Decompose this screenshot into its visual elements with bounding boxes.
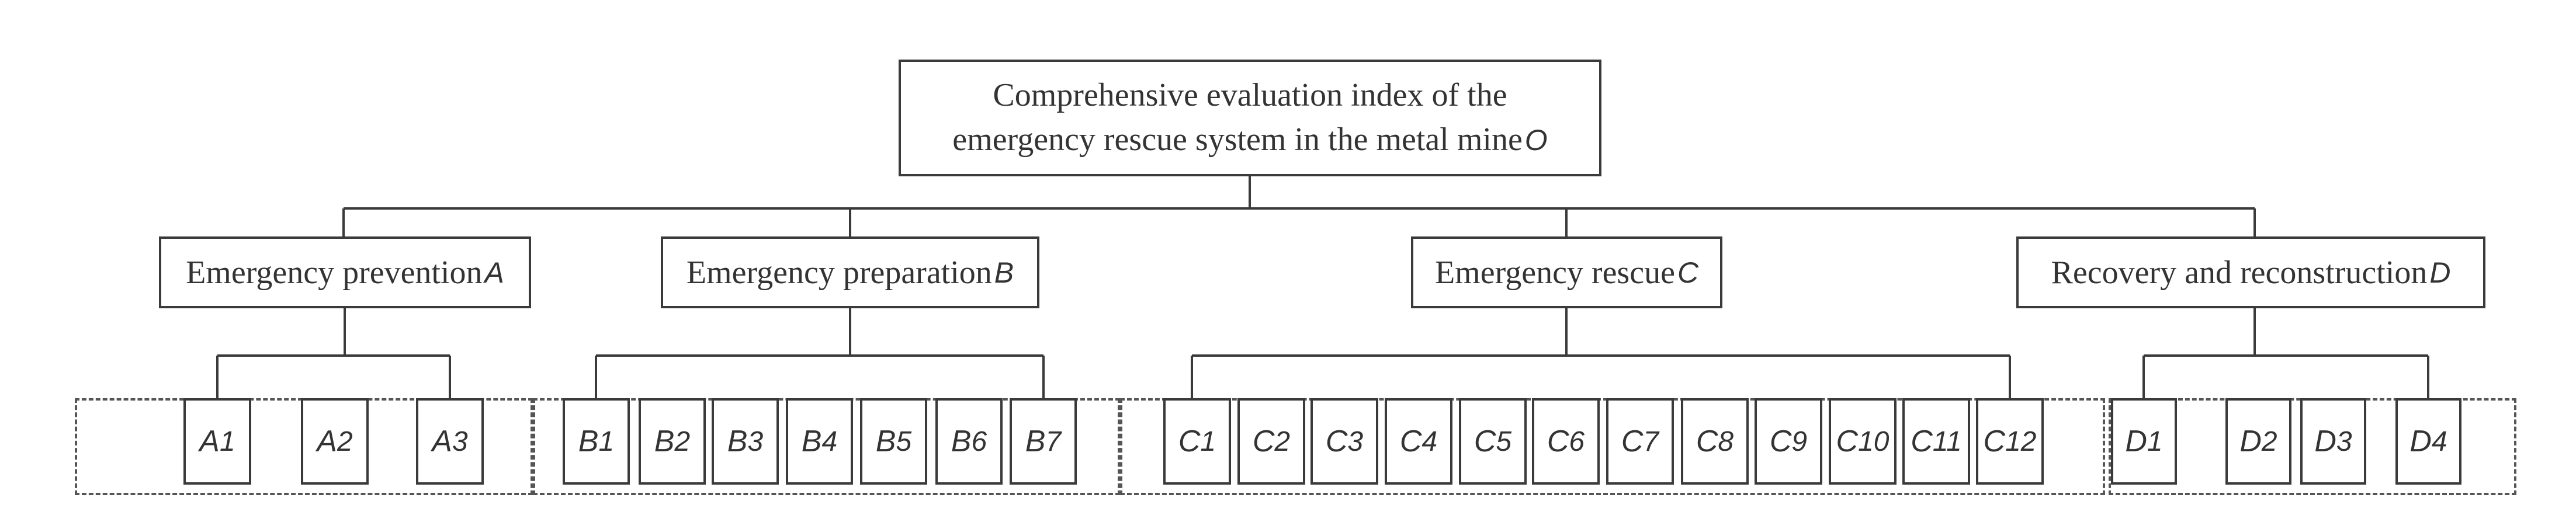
sub-index-letter: B [727,424,748,458]
sub-index-number: 9 [1791,426,1808,457]
sub-index-number: 7 [1643,426,1659,457]
sub-index-letter: C [1252,424,1275,458]
sub-index-letter: C [1769,424,1792,458]
sub-index-letter: C [1836,424,1859,458]
sub-index-number: 1 [219,426,235,457]
sub-index-letter: A [317,424,337,458]
sub-index-number: 2 [337,426,353,457]
sub-index-letter: B [801,424,822,458]
category-letter: C [1677,256,1699,289]
sub-index-number: 3 [1347,426,1364,457]
sub-index-letter: B [654,424,675,458]
category-label: Emergency rescue [1434,254,1675,291]
sub-index-number: 1 [598,426,615,457]
sub-index-letter: C [1178,424,1201,458]
sub-index-letter: D [2409,424,2432,458]
category-letter: A [484,256,504,289]
sub-index-number: 10 [1858,426,1889,457]
sub-index-number: 2 [2261,426,2277,457]
sub-index-letter: C [1911,424,1933,458]
sub-index-number: 4 [821,426,838,457]
sub-index-number: 6 [1569,426,1585,457]
sub-index-letter: B [951,424,972,458]
sub-index-letter: C [1547,424,1569,458]
sub-index-letter: A [199,424,220,458]
sub-index-number: 5 [1496,426,1512,457]
sub-index-letter: C [1325,424,1348,458]
category-label: Emergency prevention [186,254,483,291]
sub-index-letter: B [875,424,896,458]
sub-index-number: 2 [1274,426,1291,457]
sub-index-letter: D [2239,424,2262,458]
sub-index-number: 2 [674,426,691,457]
category-label: Emergency preparation [686,254,992,291]
sub-index-number: 12 [2005,426,2037,457]
sub-index-letter: D [2314,424,2336,458]
sub-index-number: 3 [452,426,468,457]
sub-index-number: 1 [2147,426,2163,457]
sub-index-number: 4 [1422,426,1438,457]
sub-index-letter: C [1399,424,1422,458]
sub-index-letter: A [432,424,452,458]
category-label: Recovery and reconstruction [2051,254,2428,291]
category-letter: B [994,256,1014,289]
sub-index-number: 3 [747,426,764,457]
sub-index-number: 4 [2431,426,2447,457]
sub-index-letter: C [1983,424,2006,458]
sub-index-letter: C [1621,424,1644,458]
sub-index-number: 5 [896,426,912,457]
sub-index-letter: C [1474,424,1496,458]
sub-index-number: 1 [1200,426,1216,457]
sub-index-number: 11 [1932,426,1962,457]
sub-index-letter: B [578,424,599,458]
sub-index-letter: C [1696,424,1718,458]
sub-index-number: 3 [2336,426,2352,457]
root-letter: O [1524,124,1548,156]
sub-index-number: 6 [971,426,987,457]
root-node: Comprehensive evaluation index of the em… [899,60,1601,176]
category-letter: D [2429,256,2451,289]
sub-index-number: 8 [1718,426,1734,457]
sub-index-letter: B [1025,424,1046,458]
root-title-line-1: Comprehensive evaluation index of the [993,77,1507,114]
sub-index-number: 7 [1045,426,1062,457]
root-title-line-2: emergency rescue system in the metal min… [952,121,1523,158]
sub-index-letter: D [2125,424,2147,458]
